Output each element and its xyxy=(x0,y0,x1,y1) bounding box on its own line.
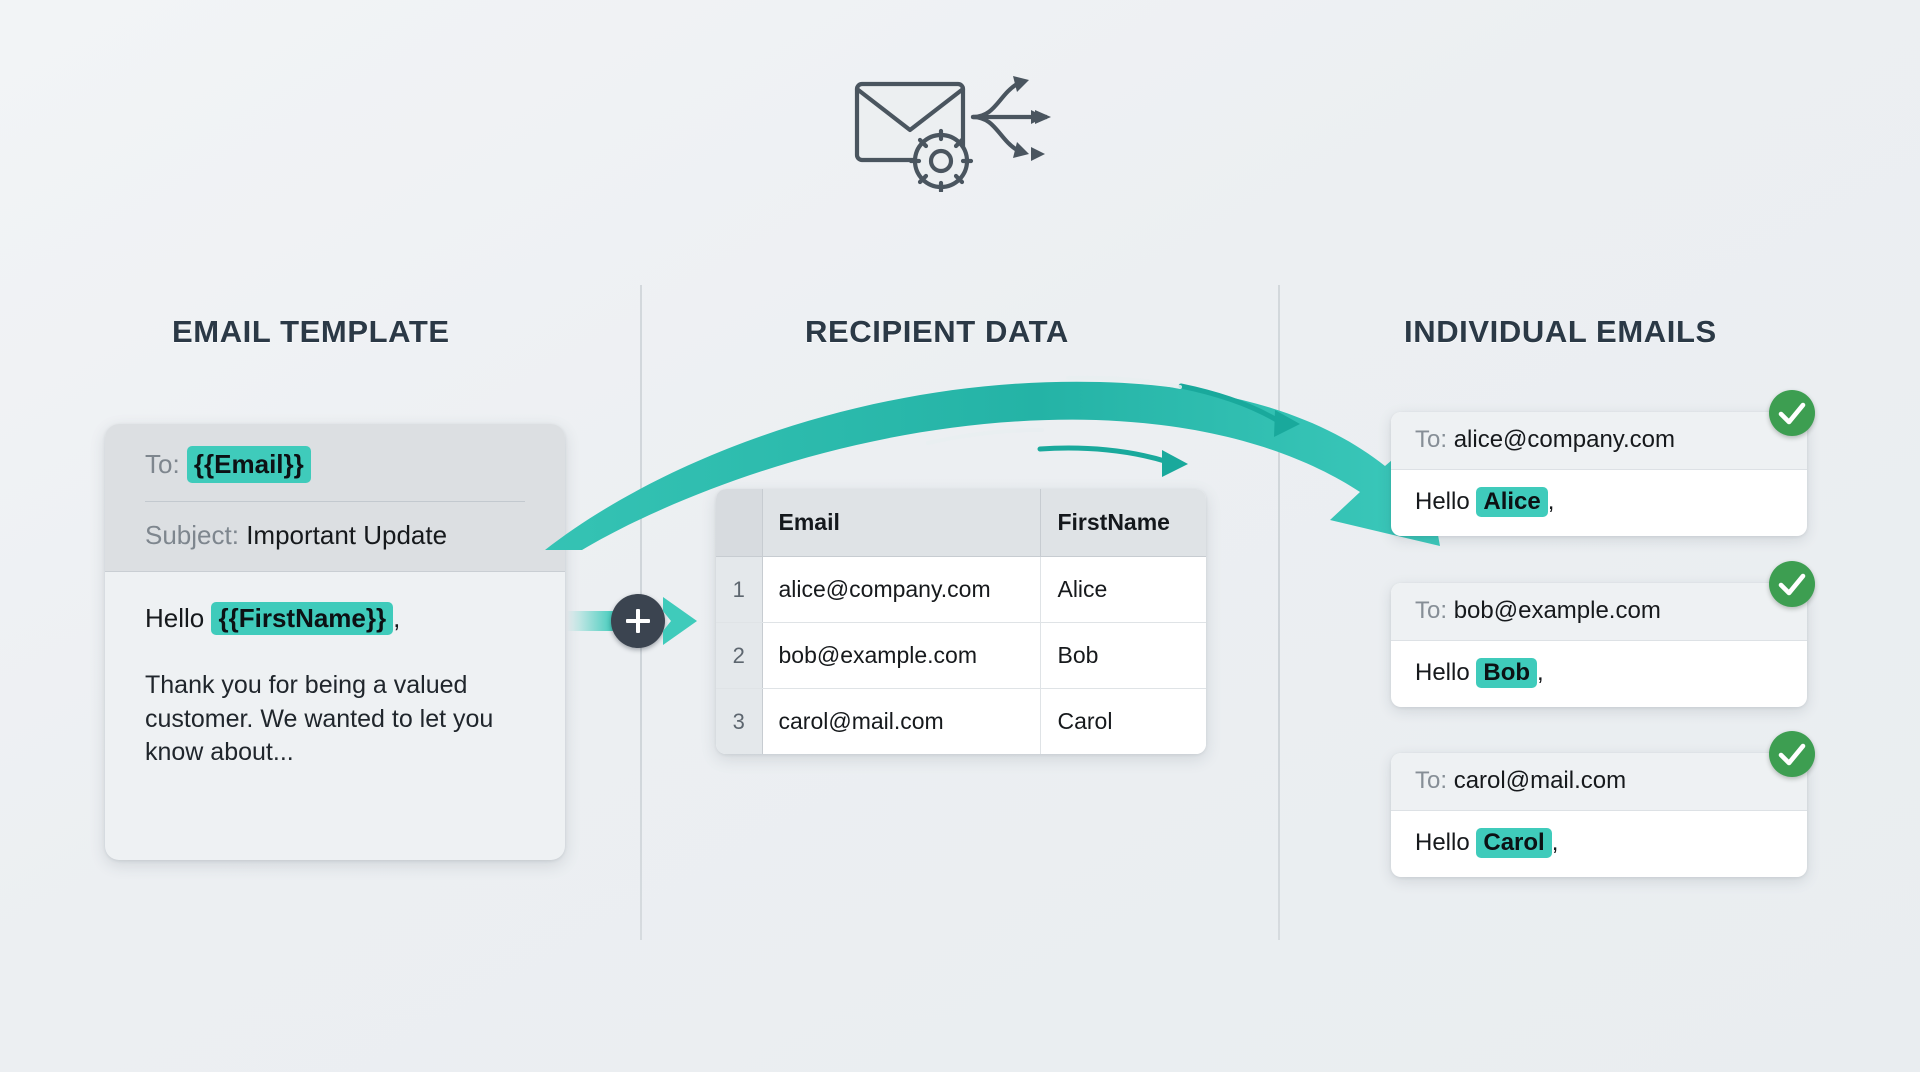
template-greeting-suffix: , xyxy=(393,603,401,634)
email-merged-name: Bob xyxy=(1476,658,1538,688)
recipient-data-table[interactable]: Email FirstName 1 alice@company.com Alic… xyxy=(716,489,1206,754)
table-header-index xyxy=(716,489,763,557)
email-greeting-row: Hello Carol, xyxy=(1391,811,1807,877)
arrow-right-icon xyxy=(663,597,697,645)
email-greeting-suffix: , xyxy=(1537,659,1544,686)
column-divider-right xyxy=(1278,285,1280,940)
email-to-value: carol@mail.com xyxy=(1453,767,1627,794)
individual-email-card[interactable]: To: alice@company.com Hello Alice, xyxy=(1391,412,1807,536)
email-to-row: To: bob@example.com xyxy=(1391,583,1807,641)
email-greeting-prefix: Hello xyxy=(1415,829,1470,856)
table-header-email: Email xyxy=(762,489,1042,557)
column-title-individual-emails: INDIVIDUAL EMAILS xyxy=(1404,314,1717,349)
email-greeting-row: Hello Alice, xyxy=(1391,470,1807,536)
email-merged-name: Alice xyxy=(1476,487,1548,517)
template-greeting-prefix: Hello xyxy=(145,603,205,634)
template-body-text: Thank you for being a valued customer. W… xyxy=(145,671,494,767)
column-title-recipient-data: RECIPIENT DATA xyxy=(805,314,1069,349)
template-to-label: To: xyxy=(145,449,180,479)
column-title-email-template: EMAIL TEMPLATE xyxy=(172,314,450,349)
email-greeting-suffix: , xyxy=(1551,829,1559,856)
email-to-row: To: alice@company.com xyxy=(1391,412,1807,470)
email-template-card[interactable]: To: {{Email}} Subject: Important Update … xyxy=(105,424,565,860)
cell-firstname: Alice xyxy=(1040,556,1206,623)
email-greeting-prefix: Hello xyxy=(1415,488,1470,515)
email-to-value: alice@company.com xyxy=(1453,426,1676,453)
cell-email: bob@example.com xyxy=(762,622,1042,689)
template-body: Hello {{FirstName}}, Thank you for being… xyxy=(105,572,565,770)
template-subject-value: Important Update xyxy=(246,520,448,551)
table-row[interactable]: 2 bob@example.com Bob xyxy=(716,622,1206,689)
cell-firstname: Carol xyxy=(1040,688,1206,754)
table-row[interactable]: 1 alice@company.com Alice xyxy=(716,556,1206,623)
template-firstname-token: {{FirstName}} xyxy=(211,602,394,636)
merge-tail xyxy=(567,611,615,631)
check-circle-icon xyxy=(1769,731,1815,777)
email-merged-name: Carol xyxy=(1476,828,1552,858)
table-row[interactable]: 3 carol@mail.com Carol xyxy=(716,688,1206,754)
check-circle-icon xyxy=(1769,390,1815,436)
email-to-label: To: xyxy=(1415,767,1448,794)
row-index: 2 xyxy=(716,622,763,689)
individual-email-card[interactable]: To: bob@example.com Hello Bob, xyxy=(1391,583,1807,707)
email-greeting-prefix: Hello xyxy=(1415,659,1470,686)
envelope-gear-arrows-icon xyxy=(845,62,1065,194)
curved-merge-arrow-icon xyxy=(540,350,1470,550)
template-to-row: To: {{Email}} xyxy=(145,446,525,484)
plus-circle-icon[interactable] xyxy=(611,594,665,648)
email-to-row: To: carol@mail.com xyxy=(1391,753,1807,811)
check-circle-icon xyxy=(1769,561,1815,607)
template-header: To: {{Email}} Subject: Important Update xyxy=(105,424,565,573)
table-header-row: Email FirstName xyxy=(716,489,1206,557)
row-index: 3 xyxy=(716,688,763,754)
table-header-firstname: FirstName xyxy=(1040,489,1206,557)
cell-firstname: Bob xyxy=(1040,622,1206,689)
merge-connector xyxy=(567,592,697,652)
email-to-label: To: xyxy=(1415,597,1448,624)
individual-email-card[interactable]: To: carol@mail.com Hello Carol, xyxy=(1391,753,1807,877)
email-to-label: To: xyxy=(1415,426,1448,453)
email-to-value: bob@example.com xyxy=(1453,597,1661,624)
cell-email: alice@company.com xyxy=(762,556,1042,623)
row-index: 1 xyxy=(716,556,763,623)
template-greeting: Hello {{FirstName}}, xyxy=(145,602,525,636)
email-greeting-row: Hello Bob, xyxy=(1391,641,1807,707)
email-greeting-suffix: , xyxy=(1547,488,1555,515)
template-to-token: {{Email}} xyxy=(186,446,311,484)
cell-email: carol@mail.com xyxy=(762,688,1042,754)
template-divider xyxy=(145,501,525,503)
template-subject-label: Subject: xyxy=(145,520,239,551)
template-subject-row: Subject: Important Update xyxy=(145,518,525,553)
